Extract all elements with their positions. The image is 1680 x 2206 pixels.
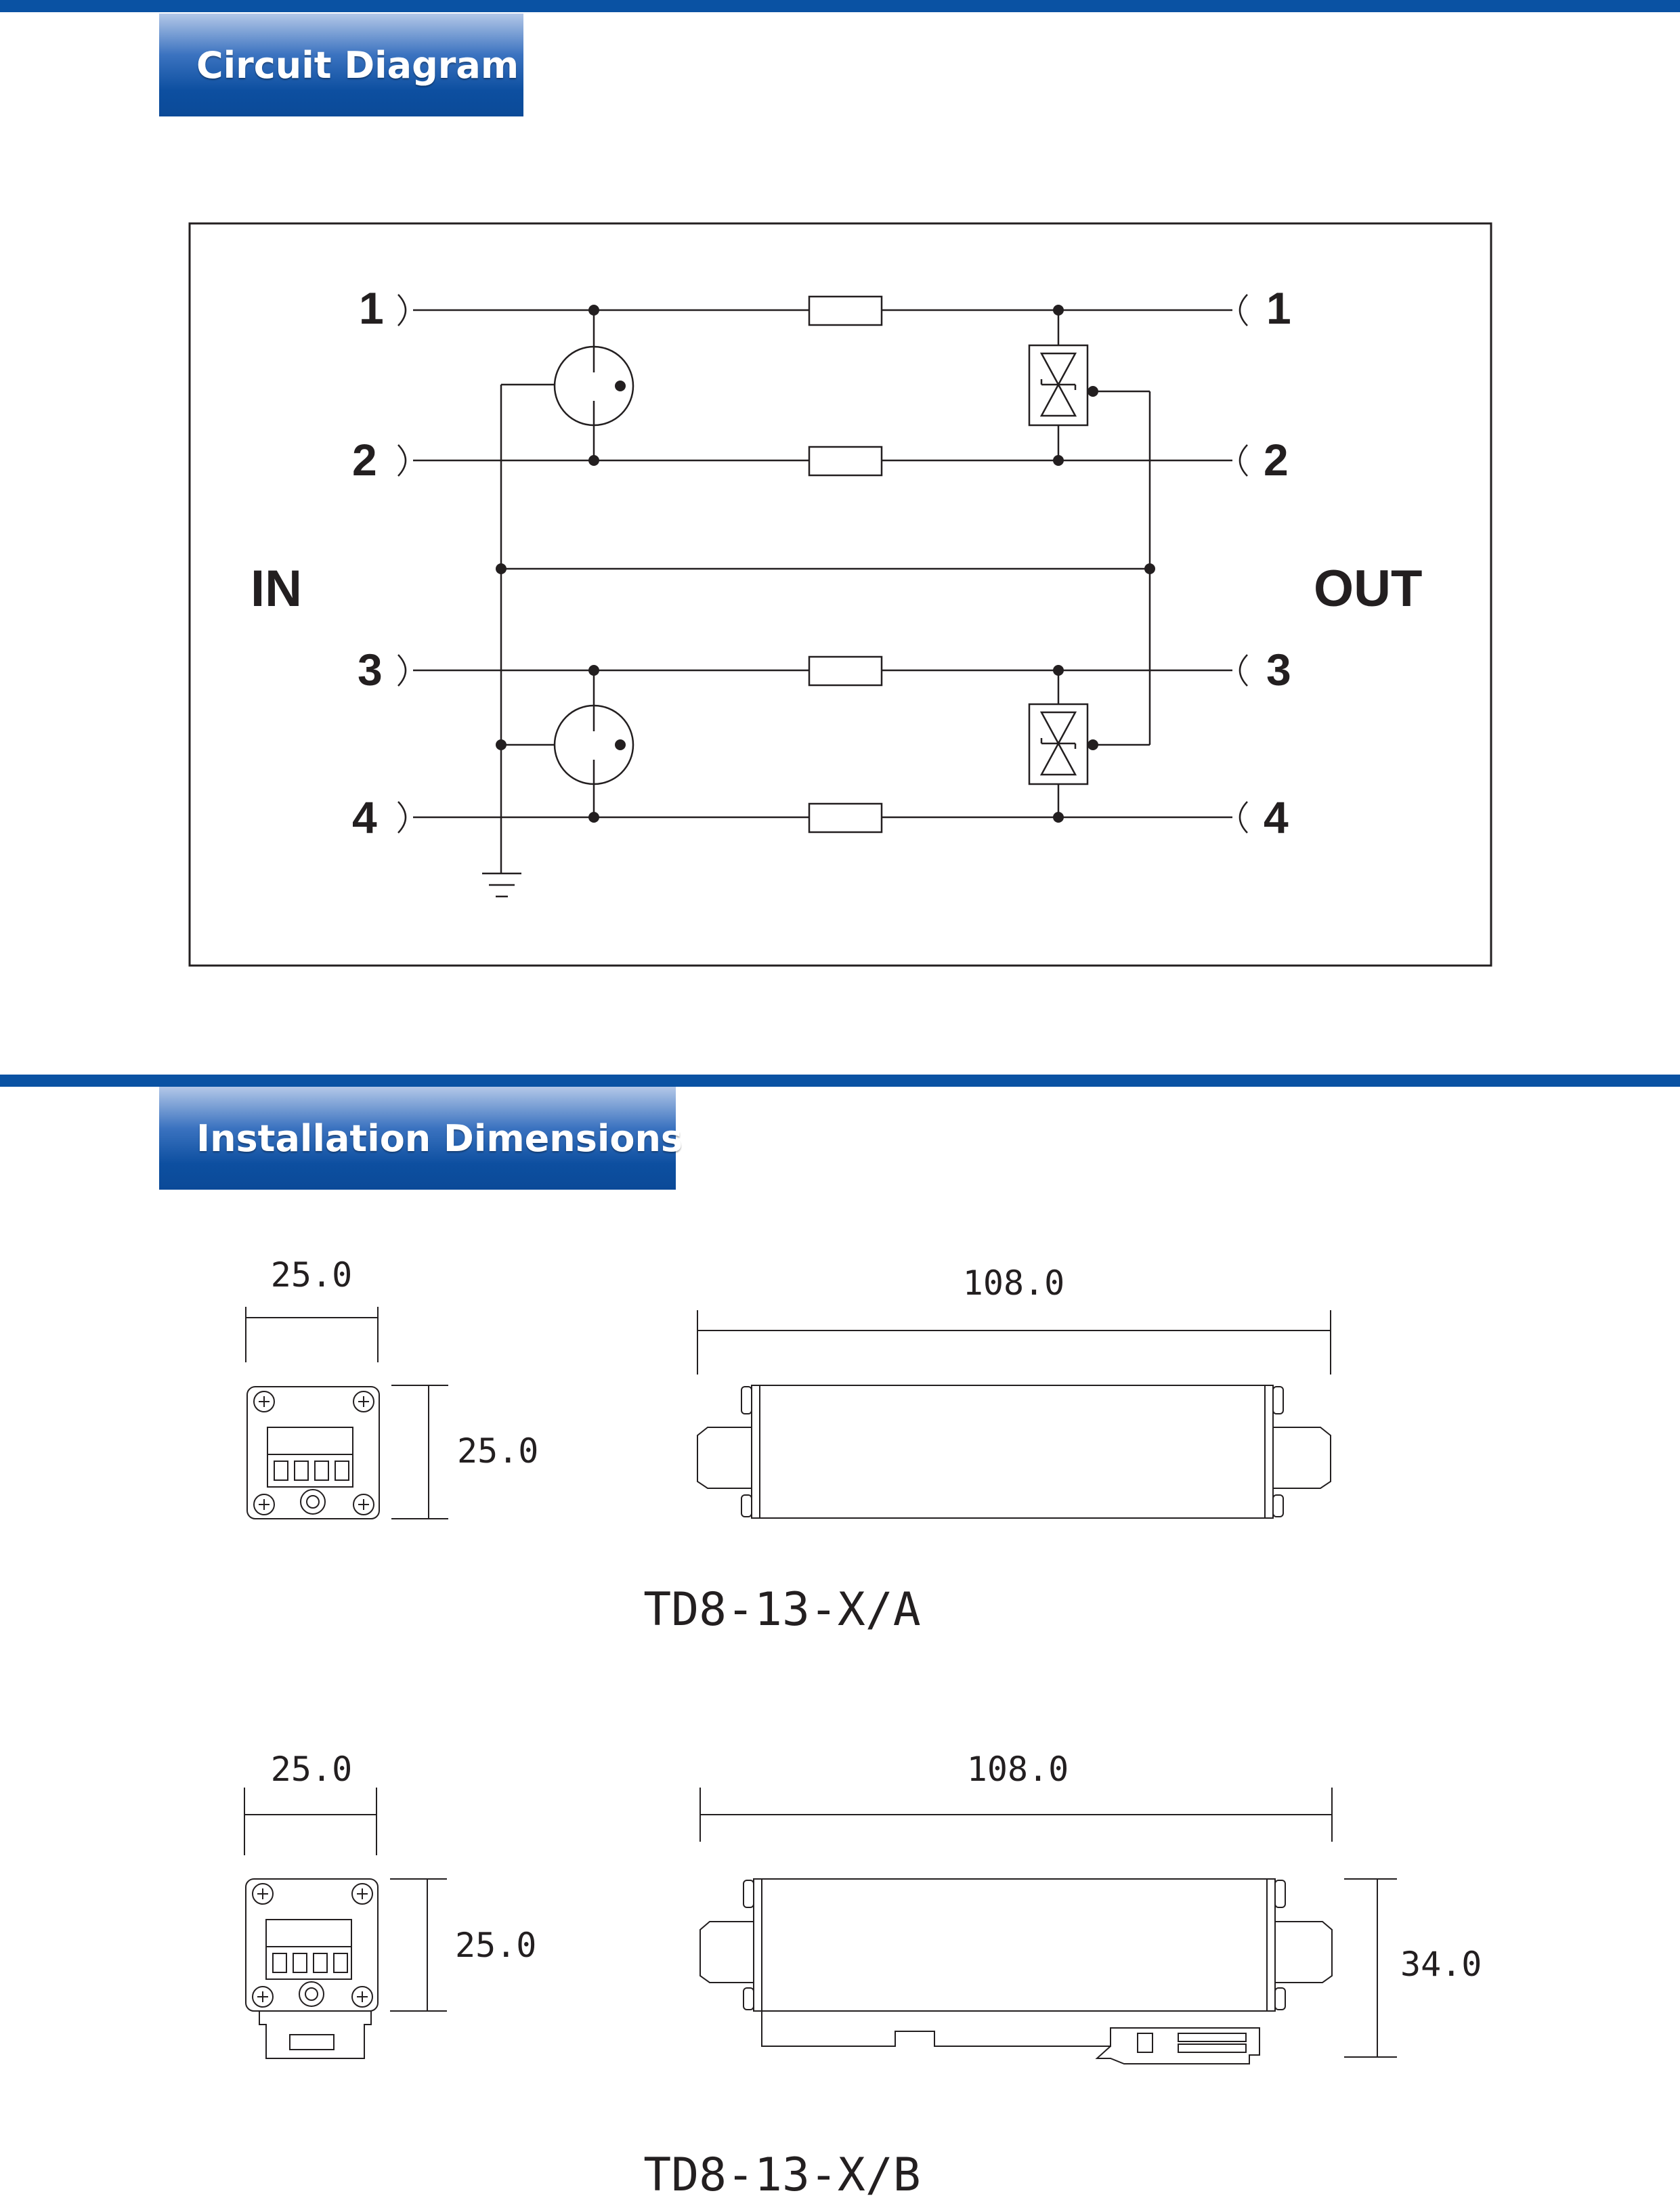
tvs-diode-upper [1028, 310, 1150, 460]
model-a-side-length-label: 108.0 [963, 1263, 1065, 1303]
section-rule-install [0, 1075, 1680, 1087]
in-terminal-label: 4 [352, 792, 377, 842]
in-terminal-1-bracket [397, 294, 407, 326]
model-b-side-height-label: 34.0 [1400, 1945, 1482, 1984]
resistor-3 [808, 655, 883, 687]
in-label: IN [251, 560, 302, 618]
out-terminal-2-bracket [1239, 444, 1248, 477]
tvs-diode-lower [1028, 670, 1150, 817]
section-title-circuit: Circuit Diagram [159, 14, 523, 116]
out-terminal-1-bracket [1239, 294, 1248, 326]
in-terminal-4-bracket [397, 801, 407, 834]
gas-discharge-tube-upper [501, 310, 634, 460]
out-terminal-3-bracket [1239, 654, 1248, 687]
ground-symbol [482, 872, 521, 898]
section-rule-top [0, 0, 1680, 12]
in-terminal-2-bracket [397, 444, 407, 477]
gas-discharge-tube-lower [501, 670, 634, 817]
model-a-front-width-label: 25.0 [271, 1255, 352, 1295]
model-a-front-height-label: 25.0 [457, 1431, 538, 1471]
out-terminal-4-bracket [1239, 801, 1248, 834]
resistor-4 [808, 802, 883, 834]
model-a-front-view [245, 1307, 448, 1519]
out-terminal-label: 1 [1266, 283, 1291, 333]
model-b-side-length-label: 108.0 [967, 1750, 1069, 1789]
model-a-name: TD8-13-X/A [643, 1583, 920, 1637]
model-b-front-view [244, 1788, 447, 2059]
in-terminal-3-bracket [397, 654, 407, 687]
out-terminal-label: 4 [1264, 792, 1289, 842]
in-terminal-label: 3 [358, 645, 383, 695]
junction-dots [496, 305, 1155, 823]
model-a-side-view [697, 1310, 1331, 1519]
out-terminal-label: 3 [1266, 645, 1291, 695]
circuit-frame [188, 222, 1492, 967]
resistor-2 [808, 446, 883, 477]
in-terminal-label: 2 [352, 435, 377, 485]
out-label: OUT [1314, 560, 1422, 618]
model-b-side-view [699, 1788, 1397, 2064]
model-b-name: TD8-13-X/B [643, 2148, 920, 2202]
model-b-front-width-label: 25.0 [271, 1750, 352, 1789]
section-title-install: Installation Dimensions [159, 1087, 683, 1190]
out-terminal-label: 2 [1264, 435, 1289, 485]
resistor-1 [808, 295, 883, 326]
in-terminal-label: 1 [359, 283, 384, 333]
model-b-front-height-label: 25.0 [455, 1926, 536, 1965]
